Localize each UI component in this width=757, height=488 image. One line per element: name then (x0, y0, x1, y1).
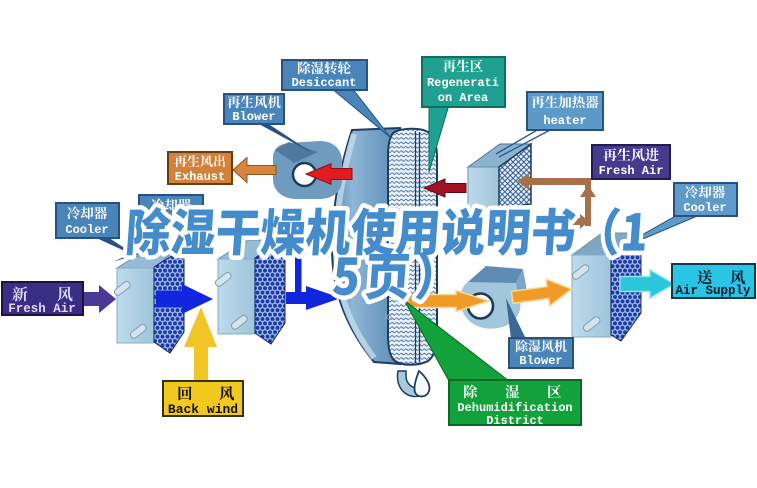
svg-text:Desiccant: Desiccant (292, 76, 357, 90)
svg-text:Exhaust: Exhaust (175, 170, 225, 184)
svg-text:District: District (486, 414, 544, 428)
svg-text:Fresh Air: Fresh Air (599, 164, 664, 178)
svg-text:Dehumidification: Dehumidification (457, 401, 572, 415)
svg-text:Cooler: Cooler (683, 201, 726, 215)
svg-text:Regenerati: Regenerati (427, 76, 499, 90)
svg-text:Fresh Air: Fresh Air (8, 302, 76, 316)
svg-text:xt: xt (384, 311, 393, 323)
svg-text:Blower: Blower (519, 354, 562, 368)
svg-text:Blower: Blower (232, 110, 275, 124)
svg-text:Cooler: Cooler (65, 223, 108, 237)
svg-text:Air Supply: Air Supply (675, 284, 751, 298)
svg-text:Back wind: Back wind (168, 402, 238, 417)
svg-text:heater: heater (543, 114, 586, 128)
svg-text:on Area: on Area (438, 91, 488, 105)
